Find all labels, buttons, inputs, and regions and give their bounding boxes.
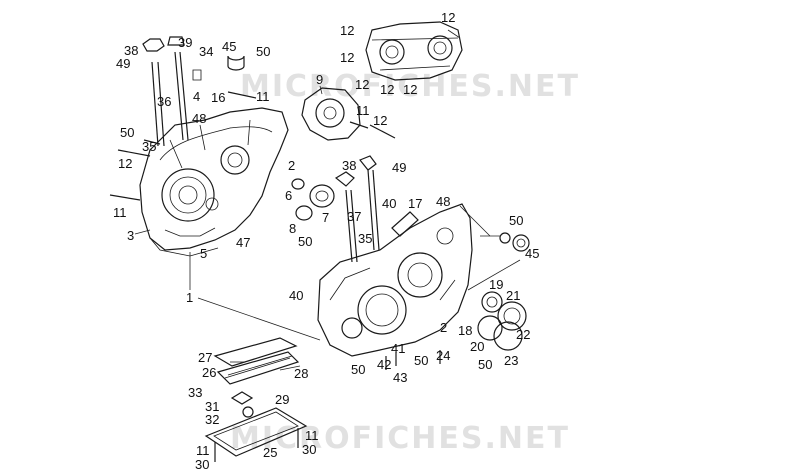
callout-20: 20 <box>470 339 484 354</box>
callout-40: 40 <box>382 196 396 211</box>
callout-29: 29 <box>275 392 289 407</box>
callout-11: 11 <box>113 205 127 220</box>
callout-31: 31 <box>205 399 219 414</box>
callout-11: 11 <box>305 428 319 443</box>
callout-40: 40 <box>289 288 303 303</box>
right-crankcase-half <box>317 169 473 357</box>
left-studs <box>109 36 257 201</box>
callout-49: 49 <box>392 160 406 175</box>
callout-32: 32 <box>205 412 219 427</box>
callout-34: 34 <box>199 44 213 59</box>
callout-50: 50 <box>298 234 312 249</box>
watermark-bottom: MICROFICHES.NET <box>230 421 570 456</box>
callout-33: 33 <box>188 385 202 400</box>
callout-28: 28 <box>294 366 308 381</box>
callout-6: 6 <box>285 188 292 203</box>
callout-12: 12 <box>355 77 369 92</box>
watermark-top: MICROFICHES.NET <box>240 69 580 104</box>
callout-2: 2 <box>288 158 295 173</box>
callout-45: 45 <box>222 39 236 54</box>
leader-lines <box>134 29 521 371</box>
callout-9: 9 <box>316 72 323 87</box>
callout-38: 38 <box>124 43 138 58</box>
callout-39: 39 <box>178 35 192 50</box>
callout-42: 42 <box>377 357 391 372</box>
callout-50: 50 <box>414 353 428 368</box>
middle-bearings <box>291 155 377 221</box>
callout-4: 4 <box>193 89 200 104</box>
callout-2: 2 <box>440 320 447 335</box>
callout-12: 12 <box>340 50 354 65</box>
callout-labels: 38 39 34 45 50 49 36 16 4 48 11 50 35 12… <box>113 10 539 472</box>
right-side-seals <box>385 232 530 370</box>
callout-30: 30 <box>302 442 316 457</box>
callout-35: 35 <box>358 231 372 246</box>
callout-22: 22 <box>516 327 530 342</box>
oil-pump-assembly <box>301 87 396 141</box>
callout-21: 21 <box>506 288 520 303</box>
callout-19: 19 <box>489 277 503 292</box>
callout-43: 43 <box>393 370 407 385</box>
left-crankcase-half <box>139 107 289 257</box>
callout-11: 11 <box>196 443 210 458</box>
callout-16: 16 <box>211 90 225 105</box>
callout-35: 35 <box>142 139 156 154</box>
callout-25: 25 <box>263 445 277 460</box>
callout-49: 49 <box>116 56 130 71</box>
callout-48: 48 <box>436 194 450 209</box>
callout-50: 50 <box>120 125 134 140</box>
callout-8: 8 <box>289 221 296 236</box>
callout-11: 11 <box>356 103 370 118</box>
callout-11: 11 <box>256 89 270 104</box>
callout-12: 12 <box>373 113 387 128</box>
callout-12: 12 <box>403 82 417 97</box>
callout-1: 1 <box>186 290 193 305</box>
callout-36: 36 <box>157 94 171 109</box>
callout-12: 12 <box>118 156 132 171</box>
callout-7: 7 <box>322 210 329 225</box>
callout-50: 50 <box>256 44 270 59</box>
callout-45: 45 <box>525 246 539 261</box>
callout-48: 48 <box>192 111 206 126</box>
callout-12: 12 <box>340 23 354 38</box>
callout-41: 41 <box>391 341 405 356</box>
callout-38: 38 <box>342 158 356 173</box>
callout-5: 5 <box>200 246 207 261</box>
callout-24: 24 <box>436 348 450 363</box>
callout-26: 26 <box>202 365 216 380</box>
callout-47: 47 <box>236 235 250 250</box>
callout-50: 50 <box>478 357 492 372</box>
callout-23: 23 <box>504 353 518 368</box>
sump-assembly <box>204 337 308 462</box>
callout-30: 30 <box>195 457 209 472</box>
callout-50: 50 <box>509 213 523 228</box>
callout-12: 12 <box>380 82 394 97</box>
callout-3: 3 <box>127 228 134 243</box>
callout-50: 50 <box>351 362 365 377</box>
callout-18: 18 <box>458 323 472 338</box>
callout-17: 17 <box>408 196 422 211</box>
callout-27: 27 <box>198 350 212 365</box>
top-right-crankcase <box>365 21 463 81</box>
callout-12: 12 <box>441 10 455 25</box>
callout-37: 37 <box>347 209 361 224</box>
